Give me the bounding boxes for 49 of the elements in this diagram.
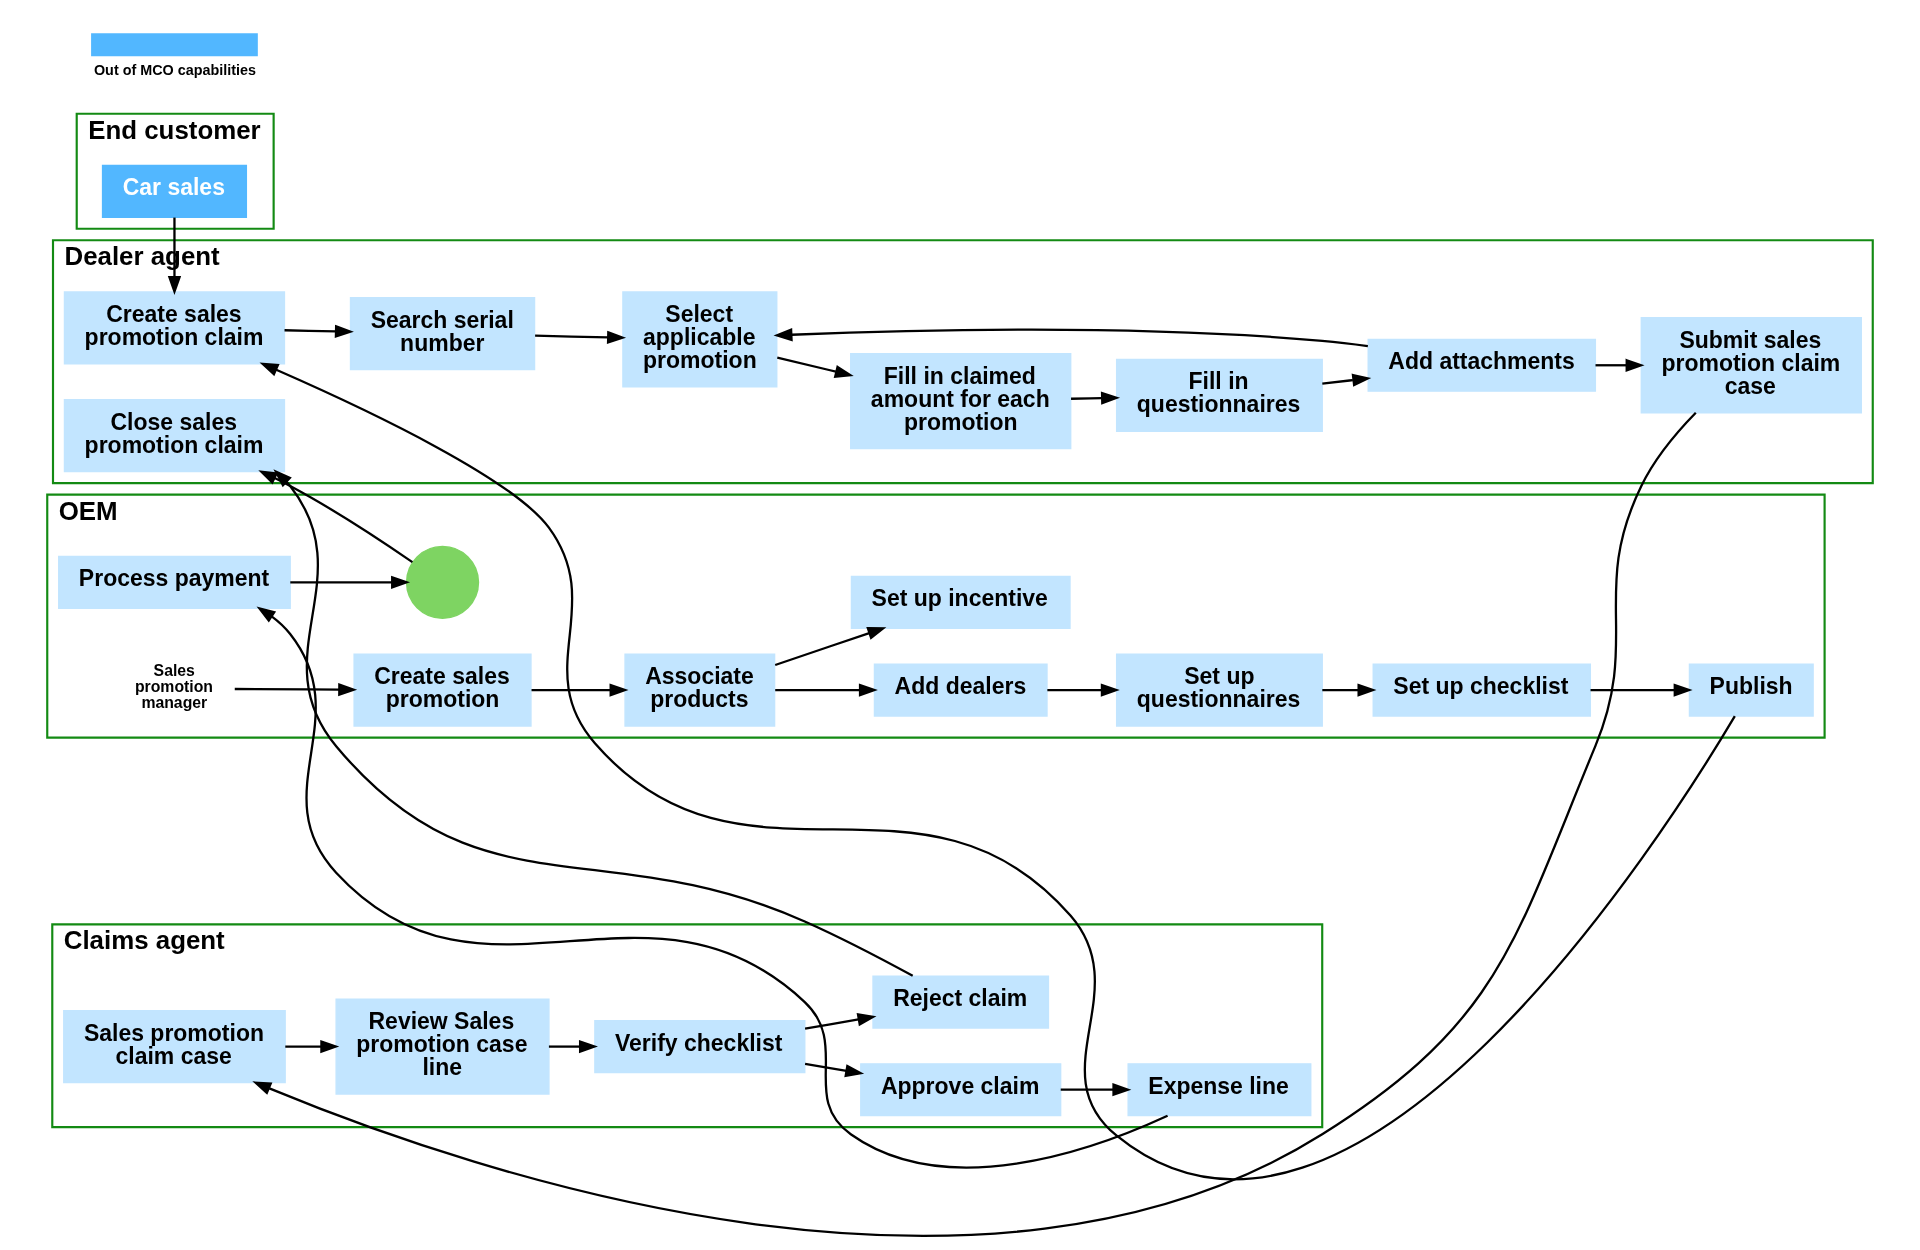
arrow xyxy=(804,1062,865,1078)
node-box: Close sales promotion claim xyxy=(63,399,286,473)
arrow xyxy=(258,470,414,564)
arrow xyxy=(256,606,1169,1169)
node-box: Search serial number xyxy=(349,297,536,371)
arrow xyxy=(1590,683,1693,697)
node-box: Associate products xyxy=(624,653,776,727)
node-box: Reject claim xyxy=(872,975,1050,1029)
arrow xyxy=(1322,373,1372,387)
node-box: Create sales promotion xyxy=(353,653,532,727)
node-box: Create sales promotion claim xyxy=(63,291,286,365)
node-box: Fill in questionnaires xyxy=(1115,358,1323,433)
arrow xyxy=(1595,358,1645,372)
node-box: Process payment xyxy=(58,555,291,609)
arrow xyxy=(775,683,878,697)
arrow xyxy=(774,627,887,667)
arrow xyxy=(777,356,854,378)
arrow xyxy=(1071,391,1121,405)
arrow xyxy=(548,1039,598,1054)
node-box: Review Sales promotion case line xyxy=(335,998,550,1095)
arrow xyxy=(1047,683,1120,697)
arrow xyxy=(234,682,358,697)
node-box: Select applicable promotion xyxy=(622,291,778,388)
node-box: Publish xyxy=(1688,663,1814,717)
arrow xyxy=(773,328,1368,348)
arrow xyxy=(531,683,629,697)
arrow xyxy=(535,330,627,344)
node-box: Car sales xyxy=(101,164,248,218)
arrow xyxy=(1060,1083,1132,1097)
node-box: Expense line xyxy=(1127,1063,1312,1117)
arrow xyxy=(273,469,914,977)
node-text: Sales promotion manager xyxy=(134,662,214,711)
node-box: Approve claim xyxy=(860,1063,1062,1117)
node-box: Fill in claimed amount for each promotion xyxy=(850,353,1072,450)
node-circle xyxy=(405,545,480,619)
node-box: Set up checklist xyxy=(1372,663,1591,717)
arrow xyxy=(290,575,411,589)
node-box: Set up incentive xyxy=(850,575,1071,630)
legend-label: Out of MCO capabilities xyxy=(93,61,256,78)
arrow xyxy=(284,324,354,338)
node-box: Add dealers xyxy=(873,663,1048,717)
arrow xyxy=(285,1039,340,1054)
arrow xyxy=(804,1013,877,1030)
node-box: Sales promotion claim case xyxy=(63,1009,286,1084)
node-box: Set up questionnaires xyxy=(1115,653,1323,727)
node-box: Add attachments xyxy=(1367,338,1597,392)
node-box: Verify checklist xyxy=(594,1020,806,1074)
node-box: Submit sales promotion claim case xyxy=(1640,317,1862,414)
arrow xyxy=(1322,683,1377,697)
